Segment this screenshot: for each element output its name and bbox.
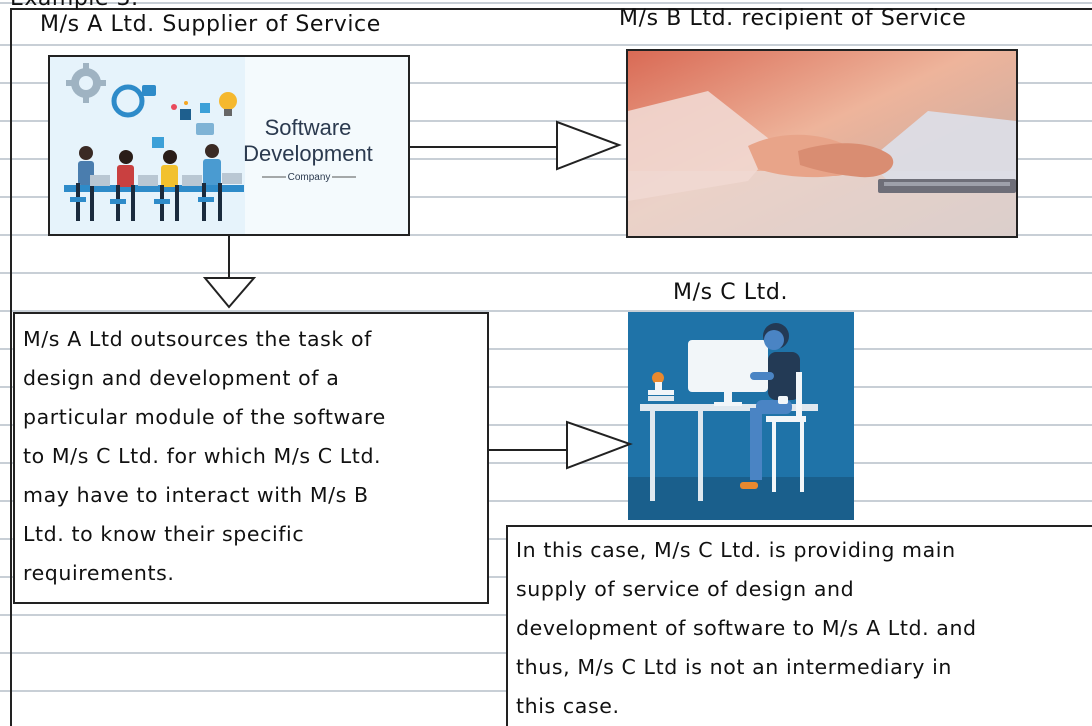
lightbulb-icon xyxy=(219,92,237,116)
example-heading: Example 3: xyxy=(10,0,139,11)
outsource-description-box: M/s A Ltd outsources the task of design … xyxy=(13,312,489,604)
subcontractor-label: M/s C Ltd. xyxy=(673,280,789,305)
logo-line2: Development xyxy=(243,141,373,166)
conclusion-description-box: In this case, M/s C Ltd. is providing ma… xyxy=(506,525,1092,726)
gear-icon xyxy=(66,63,106,103)
recipient-label: M/s B Ltd. recipient of Service xyxy=(619,6,967,31)
logo-line3: Company xyxy=(288,172,331,183)
developer-at-desk-illustration xyxy=(628,312,854,520)
supplier-label: M/s A Ltd. Supplier of Service xyxy=(40,12,381,37)
software-company-illustration: Software Development Company xyxy=(50,57,408,234)
handshake-icon xyxy=(748,134,894,178)
recipient-image xyxy=(626,49,1018,238)
supplier-image: Software Development Company xyxy=(48,55,410,236)
monitor-icon xyxy=(688,340,768,406)
diagram-frame xyxy=(10,8,1092,726)
handshake-illustration xyxy=(628,51,1016,236)
chart-ring-icon xyxy=(111,84,145,118)
subcontractor-image xyxy=(628,312,854,520)
logo-line1: Software xyxy=(265,115,352,140)
